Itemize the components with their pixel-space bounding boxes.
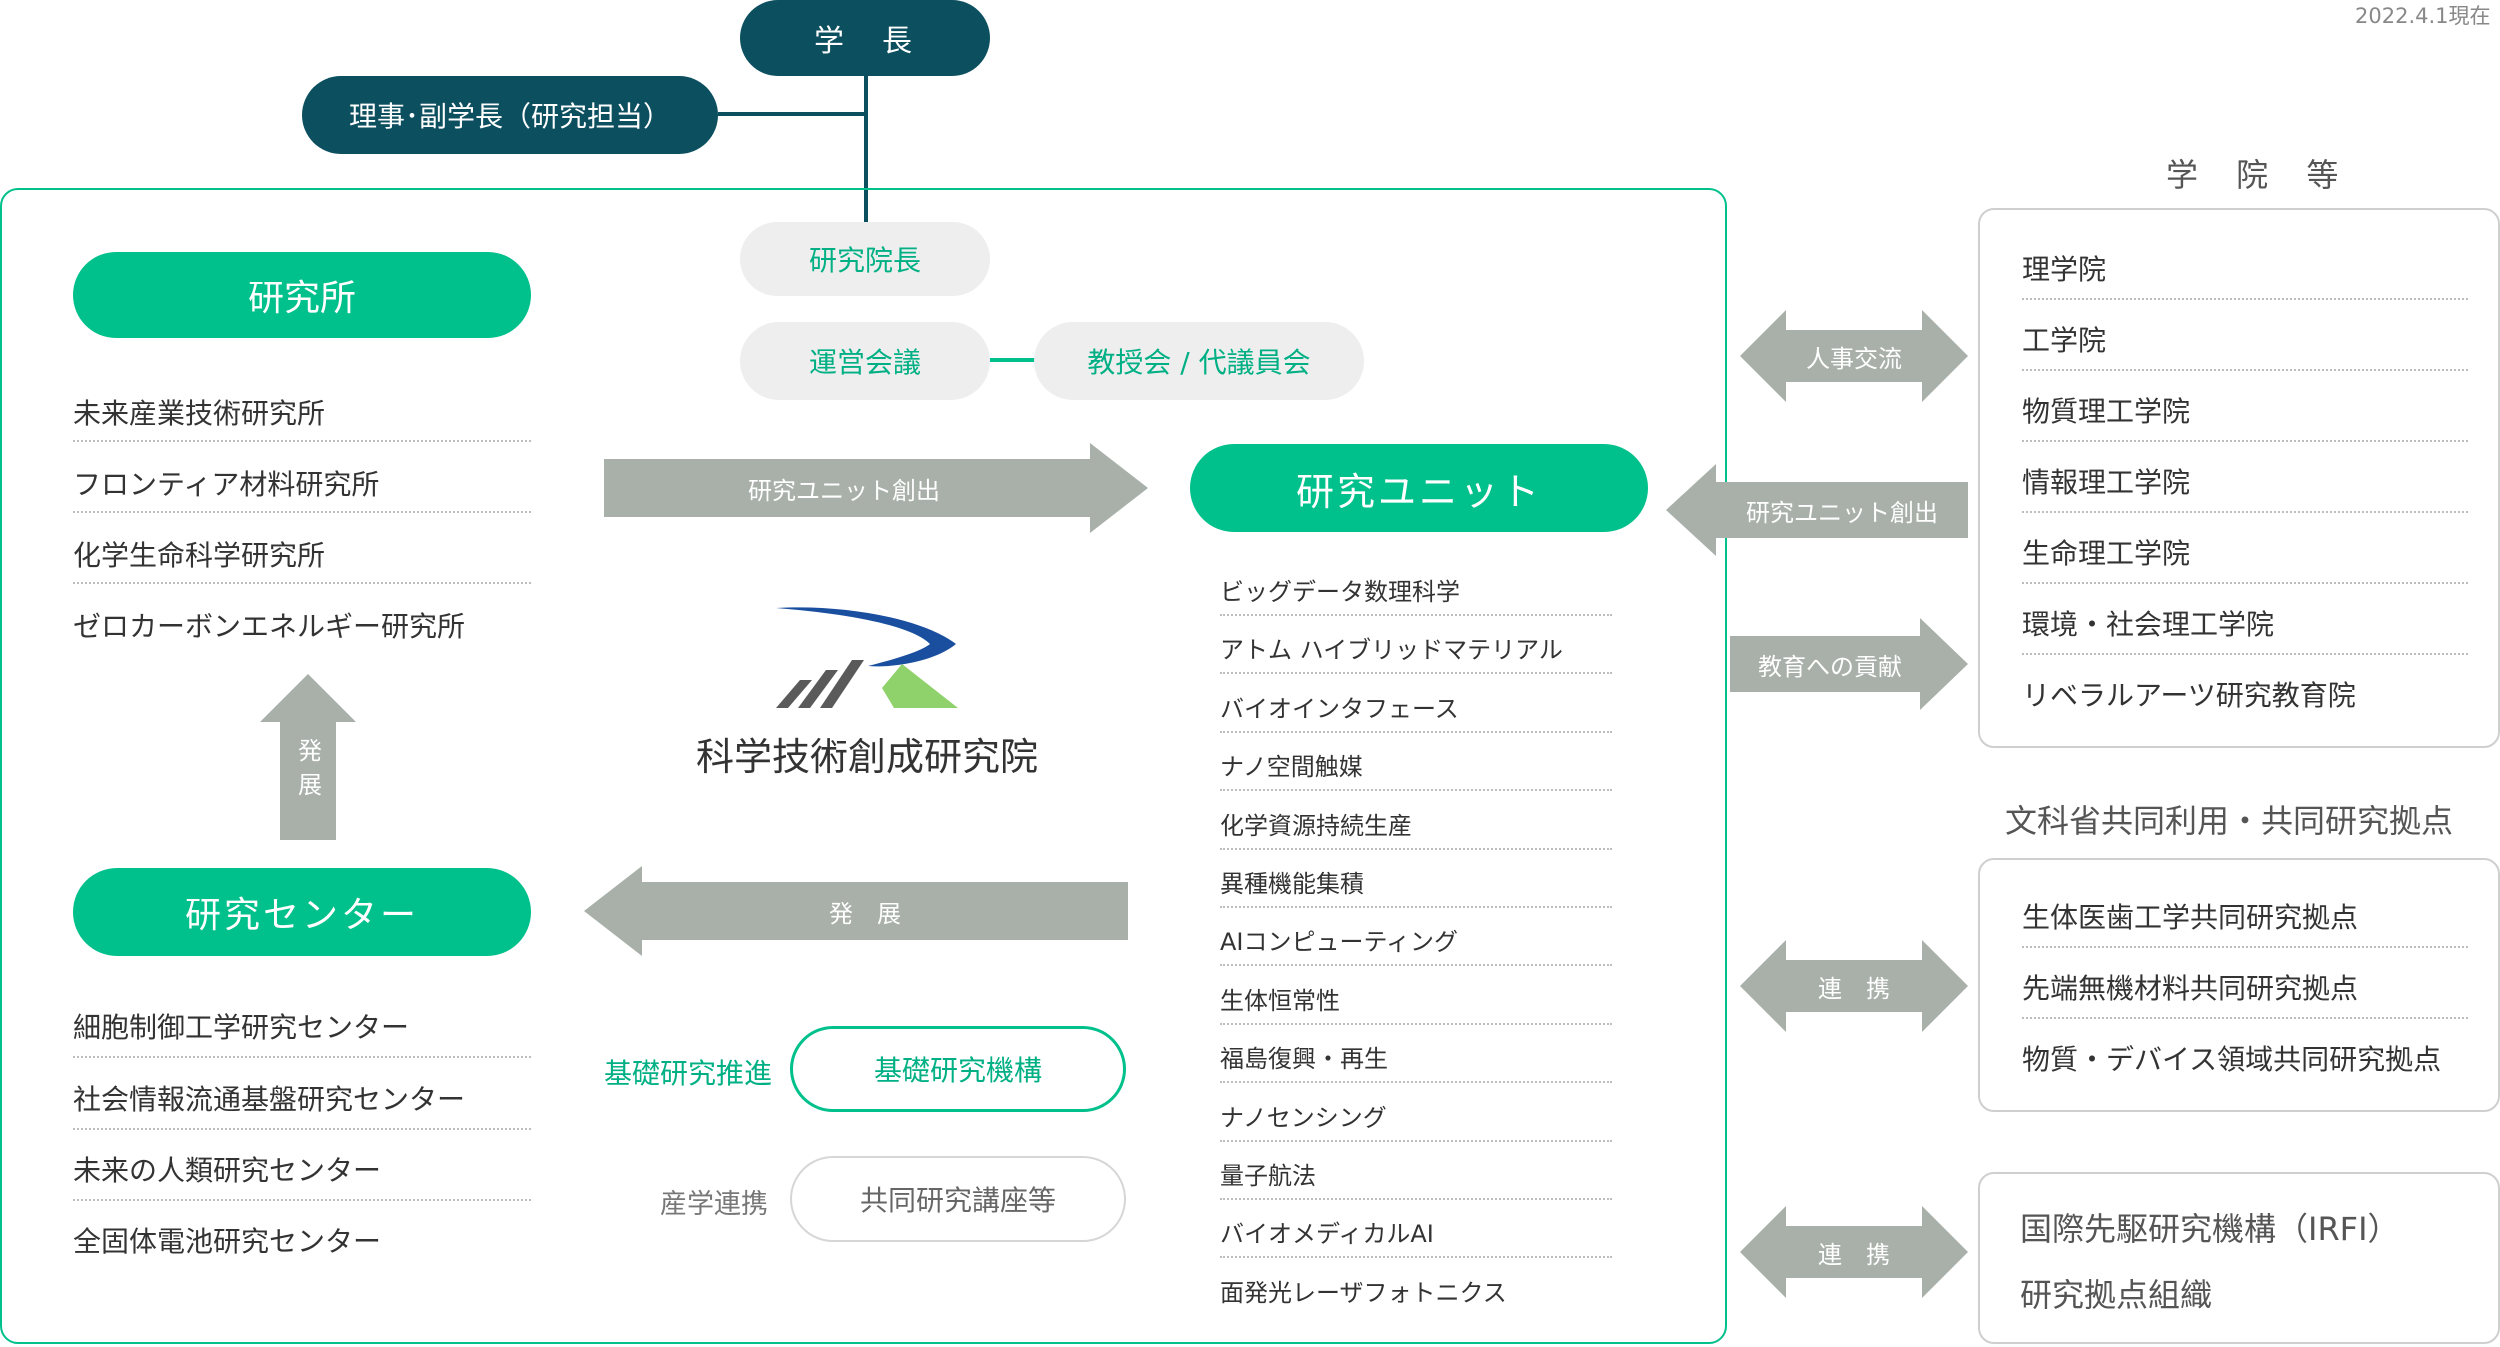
development-up-arrow (260, 674, 356, 840)
school-item: 環境・社会理工学院 (2022, 597, 2468, 655)
school-item: リベラルアーツ研究教育院 (2022, 679, 2356, 712)
unit-item: 化学資源持続生産 (1220, 800, 1612, 850)
irfi-item: 国際先駆研究機構（IRFI） (2020, 1210, 2400, 1248)
school-item: 情報理工学院 (2022, 455, 2468, 513)
mext-item: 生体医歯工学共同研究拠点 (2022, 890, 2468, 948)
unit-item: 福島復興・再生 (1220, 1033, 1612, 1084)
mext-item: 物質・デバイス領域共同研究拠点 (2022, 1043, 2442, 1076)
unit-creation-left-label: 研究ユニット創出 (1746, 498, 1938, 527)
unit-creation-left-arrow (1666, 464, 1968, 556)
institute-logo-icon (776, 607, 958, 708)
institute-name: 科学技術創成研究院 (695, 735, 1038, 779)
lab-item: フロンティア材料研究所 (73, 457, 531, 513)
cooperation-label: 連 携 (1818, 974, 1890, 1003)
unit-item: 生体恒常性 (1220, 975, 1612, 1025)
units-header: 研究ユニット (1190, 444, 1648, 532)
centers-header: 研究センター (73, 868, 531, 956)
unit-creation-label: 研究ユニット創出 (748, 476, 940, 505)
basic-research-pill: 基礎研究機構 (790, 1026, 1126, 1112)
irfi-item: 研究拠点組織 (2020, 1276, 2213, 1314)
lab-item: 化学生命科学研究所 (73, 528, 531, 584)
date-label: 2022.4.1現在 (2355, 4, 2491, 28)
development-left-label: 発 展 (829, 899, 901, 928)
development-up-label: 発展 (293, 738, 322, 806)
industry-label: 産学連携 (660, 1189, 768, 1220)
institute-container (0, 188, 1727, 1344)
unit-item: 面発光レーザフォトニクス (1220, 1278, 1507, 1307)
school-item: 理学院 (2022, 242, 2468, 300)
faculty-meeting-pill: 教授会 / 代議員会 (1034, 322, 1364, 400)
education-contribution-label: 教育への貢献 (1758, 652, 1902, 681)
unit-item: ナノセンシング (1220, 1092, 1612, 1142)
cooperation-arrow (1740, 940, 1968, 1032)
center-item: 未来の人類研究センター (73, 1143, 531, 1201)
school-item: 物質理工学院 (2022, 384, 2468, 442)
mext-header: 文科省共同利用・共同研究拠点 (2005, 802, 2454, 840)
cooperation-arrow-2 (1740, 1206, 1968, 1298)
personnel-exchange-label: 人事交流 (1806, 344, 1902, 373)
schools-header: 学 院 等 (2166, 156, 2353, 194)
center-item: 社会情報流通基盤研究センター (73, 1072, 531, 1130)
center-item: 細胞制御工学研究センター (73, 1000, 531, 1058)
unit-item: バイオメディカルAI (1220, 1208, 1612, 1259)
basic-research-label: 基礎研究推進 (604, 1057, 773, 1090)
industry-pill: 共同研究講座等 (790, 1156, 1126, 1242)
labs-header: 研究所 (73, 252, 531, 338)
school-item: 工学院 (2022, 313, 2468, 371)
unit-item: 量子航法 (1220, 1150, 1612, 1200)
lab-item: ゼロカーボンエネルギー研究所 (73, 610, 466, 643)
personnel-exchange-arrow (1740, 310, 1968, 402)
unit-item: アトム ハイブリッドマテリアル (1220, 624, 1612, 675)
unit-item: ビッグデータ数理科学 (1220, 566, 1612, 616)
unit-item: 異種機能集積 (1220, 858, 1612, 908)
president-pill: 学 長 (740, 0, 990, 76)
director-pill: 研究院長 (740, 222, 990, 296)
mext-box (1978, 858, 2500, 1112)
unit-item: ナノ空間触媒 (1220, 741, 1612, 792)
mext-item: 先端無機材料共同研究拠点 (2022, 961, 2468, 1019)
unit-item: AIコンピューティング (1220, 916, 1612, 967)
council-pill: 運営会議 (740, 322, 990, 400)
unit-item: バイオインタフェース (1220, 683, 1612, 733)
lab-item: 未来産業技術研究所 (73, 386, 531, 442)
cooperation-label-2: 連 携 (1818, 1240, 1890, 1269)
education-contribution-arrow (1730, 618, 1968, 710)
connector-vertical (864, 72, 868, 224)
irfi-box (1978, 1172, 2500, 1344)
connector-council-meeting (990, 358, 1036, 362)
school-item: 生命理工学院 (2022, 526, 2468, 584)
center-item: 全固体電池研究センター (73, 1225, 382, 1258)
development-left-arrow (584, 866, 1128, 956)
connector-horizontal (718, 112, 866, 116)
vice-president-pill: 理事･副学長（研究担当） (302, 76, 718, 154)
unit-creation-arrow (604, 443, 1148, 533)
